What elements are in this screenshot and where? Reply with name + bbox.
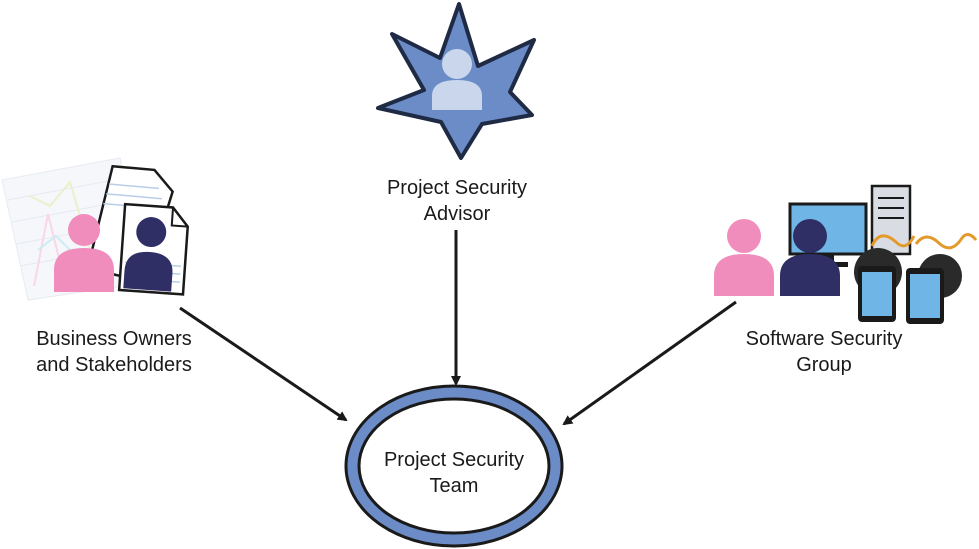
software-security-label-line2: Group [796, 354, 852, 376]
advisor-label: Project Security Advisor [357, 175, 557, 227]
pink-person-icon [54, 214, 114, 292]
team-label-line2: Team [429, 475, 479, 497]
team-label: Project Security Team [354, 447, 554, 499]
software-security-label: Software Security Group [724, 326, 924, 378]
business-owners-label-line1: Business Owners [36, 328, 192, 350]
advisor-label-line1: Project Security [386, 177, 528, 199]
advisor-label-line2: Advisor [423, 203, 491, 225]
pink-person-icon [714, 219, 774, 296]
advisor-person-icon [432, 49, 482, 110]
business-owners-label: Business Owners and Stakeholders [14, 326, 214, 378]
business-owners-label-line2: and Stakeholders [36, 354, 192, 376]
team-ellipse [344, 384, 564, 548]
tablet-icon [858, 266, 944, 324]
team-label-line1: Project Security [383, 449, 525, 471]
arrow-business-to-team [179, 306, 348, 422]
software-security-label-line1: Software Security [745, 328, 903, 350]
advisor-star-icon [376, 2, 536, 160]
document-front-icon [117, 202, 190, 296]
computer-tower-icon [870, 184, 912, 256]
software-security-group-icon [714, 184, 978, 324]
navy-person-icon [780, 219, 840, 296]
business-owners-icon [1, 157, 190, 301]
arrow-software-to-team [562, 300, 737, 426]
